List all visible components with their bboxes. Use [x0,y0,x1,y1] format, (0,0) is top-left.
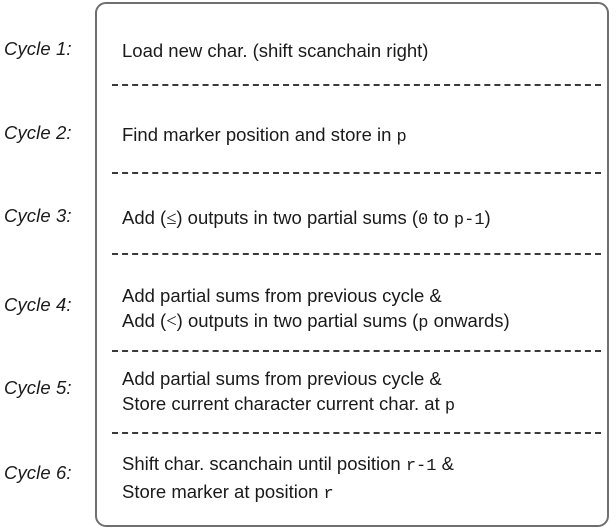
cycle-label-6: Cycle 6: [4,462,72,483]
description-line: Store current character current char. at… [122,391,604,419]
cycle-label-5: Cycle 5: [4,377,72,398]
description-line: Load new char. (shift scanchain right) [122,38,604,63]
row-separator [112,253,601,255]
text-run: Store marker at position [122,481,324,502]
cycle-description-4: Add partial sums from previous cycle &Ad… [122,283,604,336]
row-separator [112,350,601,352]
description-line: Add (≤) outputs in two partial sums (0 t… [122,205,604,233]
text-run: ) [484,207,491,228]
cycle-label-2: Cycle 2: [4,122,72,143]
code-token: p [444,397,456,416]
code-token: r-1 [405,457,437,476]
text-run: to [428,207,454,228]
description-line: Shift char. scanchain until position r-1… [122,451,604,479]
cycle-description-1: Load new char. (shift scanchain right) [122,38,604,63]
text-run: Add ( [122,310,167,331]
text-run: Load new char. (shift scanchain right) [122,40,429,61]
text-run: Store current character current char. at [122,393,445,414]
cycle-label-4: Cycle 4: [4,294,72,315]
operator-symbol: ≤ [166,209,177,229]
text-run: Add partial sums from previous cycle & [122,368,442,389]
description-line: Add (<) outputs in two partial sums (p o… [122,308,604,336]
code-token: 0 [418,211,429,230]
text-run: Find marker position and store in [122,124,397,145]
cycle-description-5: Add partial sums from previous cycle &St… [122,366,604,419]
code-token: p-1 [453,211,485,230]
cycle-description-6: Shift char. scanchain until position r-1… [122,451,604,507]
text-run: & [436,453,454,474]
text-run: ) outputs in two partial sums ( [176,207,418,228]
row-separator [112,84,601,86]
text-run: ) outputs in two partial sums ( [176,310,419,331]
cycle-description-2: Find marker position and store in p [122,122,604,150]
operator-symbol: < [166,312,177,332]
cycle-description-3: Add (≤) outputs in two partial sums (0 t… [122,205,604,233]
code-token: p [396,128,407,147]
text-run: Add partial sums from previous cycle & [122,285,442,306]
cycle-label-3: Cycle 3: [4,205,72,226]
description-line: Find marker position and store in p [122,122,604,150]
text-run: Add ( [122,207,167,228]
row-separator [112,172,601,174]
text-run: Shift char. scanchain until position [122,453,406,474]
code-token: r [323,485,334,504]
text-run: onwards) [428,310,510,331]
row-separator [112,432,601,434]
description-line: Add partial sums from previous cycle & [122,366,604,391]
description-line: Add partial sums from previous cycle & [122,283,604,308]
code-token: p [418,314,429,333]
description-line: Store marker at position r [122,479,604,507]
cycle-label-1: Cycle 1: [4,38,72,59]
cycle-flow-box [95,2,609,527]
